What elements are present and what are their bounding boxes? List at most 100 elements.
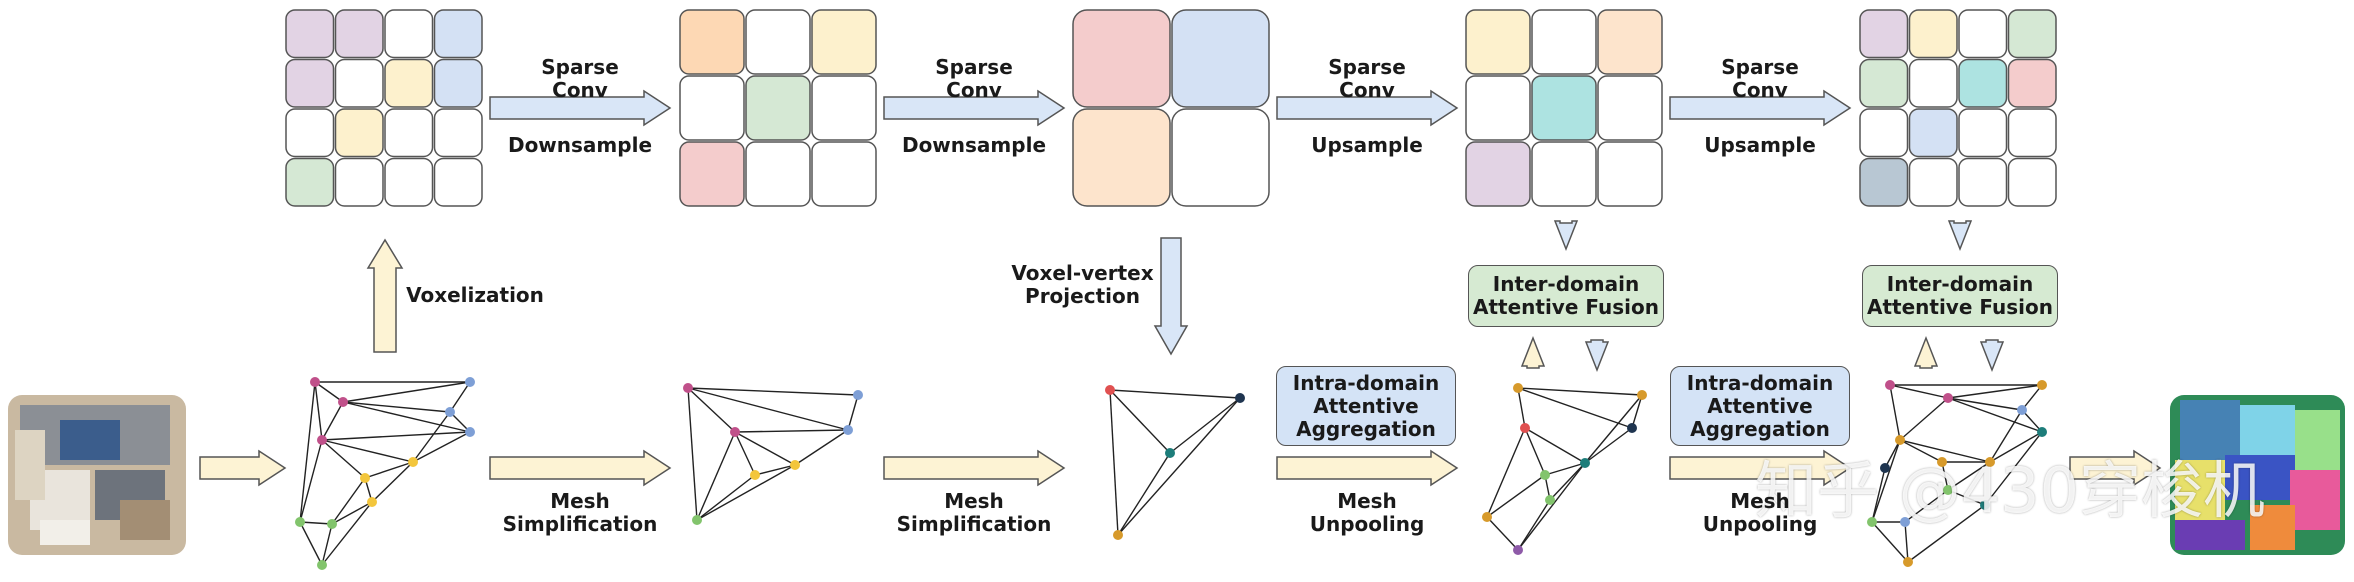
grid-cell xyxy=(1859,58,1909,108)
grid-cell xyxy=(1465,141,1531,207)
mesh-vertex xyxy=(2017,405,2027,415)
grid-cell xyxy=(1465,9,1531,75)
output-arrow xyxy=(2069,449,2162,487)
grid-cell xyxy=(1597,141,1663,207)
mesh-vertex xyxy=(310,377,320,387)
mesh-vertex xyxy=(1943,485,1953,495)
grid-cell xyxy=(679,75,745,141)
mesh-vertex xyxy=(750,470,760,480)
grid-3 xyxy=(1072,9,1270,207)
grid-cell xyxy=(334,9,384,59)
grid-cell xyxy=(384,157,434,207)
projection-arrow xyxy=(1153,237,1189,356)
mesh-vertex xyxy=(1627,423,1637,433)
grid-cell xyxy=(433,108,483,158)
grid-cell xyxy=(1958,108,2008,158)
mesh-vertex xyxy=(2037,380,2047,390)
grid-cell xyxy=(1072,108,1171,207)
grid-cell xyxy=(679,9,745,75)
sparse-conv-arrow xyxy=(489,89,672,127)
grid-cell xyxy=(1958,157,2008,207)
voxelization-label: Voxelization xyxy=(406,283,544,307)
grid-cell xyxy=(334,157,384,207)
grid-cell xyxy=(1958,9,2008,59)
mesh-unpool-2 xyxy=(1867,380,2047,567)
grid-cell xyxy=(2007,58,2057,108)
grid-cell xyxy=(1531,141,1597,207)
mesh-vertex xyxy=(338,397,348,407)
mesh-vertex xyxy=(1235,393,1245,403)
grid-cell xyxy=(433,157,483,207)
mesh-vertex xyxy=(692,515,702,525)
downsample-label: Downsample xyxy=(507,133,653,157)
grid-cell xyxy=(334,58,384,108)
grid-5 xyxy=(1859,9,2057,207)
mesh-level-1 xyxy=(295,377,475,570)
grid-cell xyxy=(1859,157,1909,207)
mesh-vertex xyxy=(683,383,693,393)
input-arrow xyxy=(199,449,287,487)
mesh-vertex xyxy=(408,457,418,467)
grid-cell xyxy=(745,141,811,207)
mesh-vertex xyxy=(1885,380,1895,390)
mesh-vertex xyxy=(1165,448,1175,458)
grid-cell xyxy=(433,58,483,108)
grid-cell xyxy=(1908,58,1958,108)
grid-cell xyxy=(1171,108,1270,207)
downsample-label: Downsample xyxy=(901,133,1047,157)
grid-cell xyxy=(1859,108,1909,158)
mesh-vertex xyxy=(465,377,475,387)
small-down-arrow xyxy=(1584,339,1610,373)
grid-cell xyxy=(285,9,335,59)
small-down-arrow xyxy=(1947,220,1973,252)
grid-cell xyxy=(1597,9,1663,75)
mesh-vertex xyxy=(1903,557,1913,567)
grid-cell xyxy=(2007,157,2057,207)
grid-cell xyxy=(384,58,434,108)
watermark: 知乎 @430穿梭机 xyxy=(1755,454,2266,527)
sparse-conv-arrow xyxy=(1669,89,1852,127)
mesh-vertex xyxy=(1937,457,1947,467)
grid-cell xyxy=(433,9,483,59)
grid-cell xyxy=(1597,75,1663,141)
grid-cell xyxy=(2007,9,2057,59)
mesh-vertex xyxy=(1113,530,1123,540)
grid-4 xyxy=(1465,9,1663,207)
mesh-vertex xyxy=(1520,423,1530,433)
mesh-vertex xyxy=(295,517,305,527)
input-scene-image xyxy=(8,395,186,555)
mesh-vertex xyxy=(1943,393,1953,403)
grid-cell xyxy=(384,108,434,158)
grid-cell xyxy=(384,9,434,59)
mesh-vertex xyxy=(1980,500,1990,510)
grid-cell xyxy=(1908,108,1958,158)
mesh-vertex xyxy=(465,427,475,437)
small-up-arrow xyxy=(1520,335,1546,369)
output-segmentation-image xyxy=(2170,395,2345,555)
mesh-vertex xyxy=(317,435,327,445)
grid-cell xyxy=(285,108,335,158)
mesh-vertex xyxy=(1867,517,1877,527)
mesh-vertex xyxy=(1637,390,1647,400)
mesh-vertex xyxy=(367,497,377,507)
mesh-vertex xyxy=(1105,385,1115,395)
upsample-label: Upsample xyxy=(1311,133,1423,157)
grid-cell xyxy=(811,75,877,141)
mesh-vertex xyxy=(1580,458,1590,468)
small-down-arrow xyxy=(1979,339,2005,373)
mesh-vertex xyxy=(1900,517,1910,527)
grid-cell xyxy=(1465,75,1531,141)
grid-cell xyxy=(811,141,877,207)
mesh-vertex xyxy=(2037,427,2047,437)
mesh-vertex xyxy=(360,473,370,483)
